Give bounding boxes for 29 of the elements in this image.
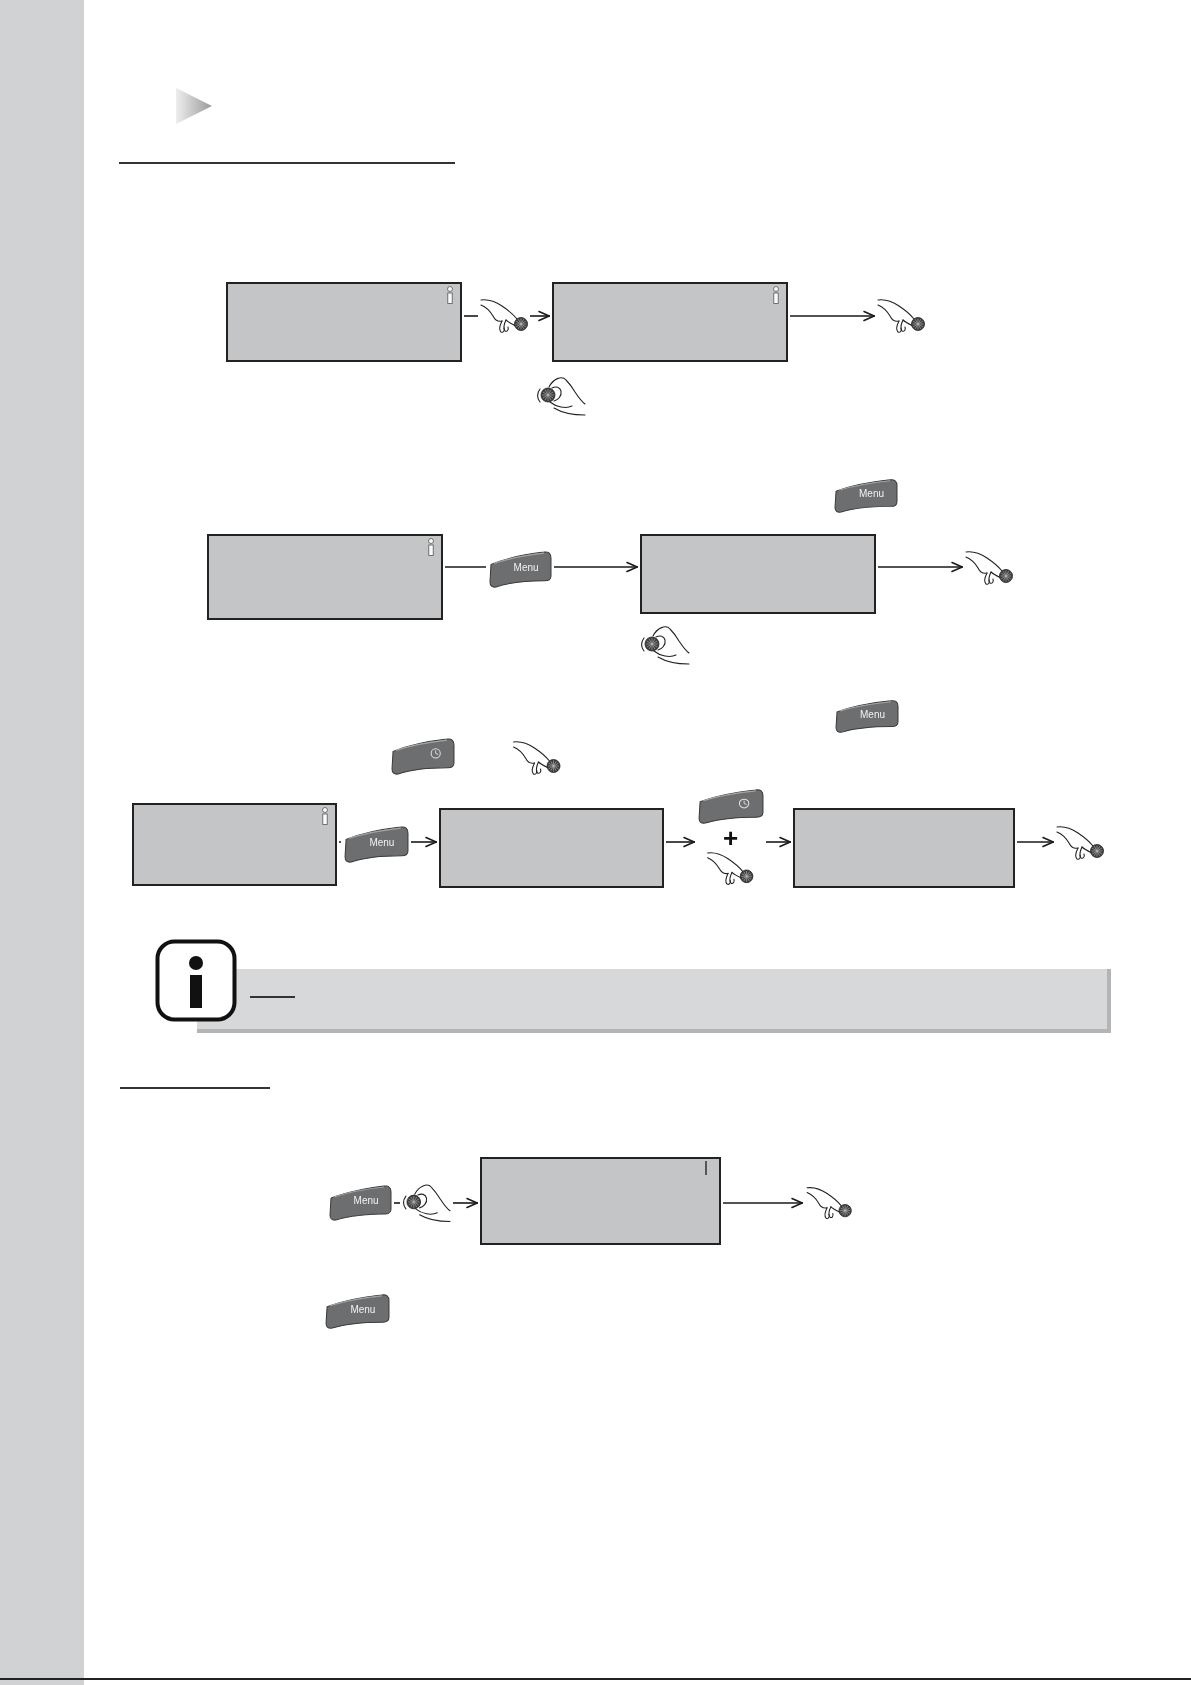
plus-sign: +	[722, 827, 739, 849]
menu-button: Menu	[324, 1292, 390, 1329]
lcd-display	[132, 803, 337, 886]
menu-button: Menu	[833, 477, 898, 513]
arrow	[553, 561, 639, 573]
arrow	[1016, 836, 1055, 848]
arrow	[789, 310, 876, 322]
lcd-display	[480, 1157, 721, 1245]
arrow	[877, 561, 964, 573]
arrow	[665, 836, 696, 848]
lcd-display	[207, 534, 443, 620]
menu-button: Menu	[343, 824, 409, 863]
arrow	[765, 836, 792, 848]
lcd-display	[552, 282, 788, 362]
lcd-display	[793, 808, 1015, 888]
menu-button: Menu	[834, 698, 899, 733]
arrow	[529, 310, 551, 322]
arrow	[452, 1197, 479, 1209]
menu-button: Menu	[328, 1183, 392, 1221]
connector-line	[463, 315, 479, 317]
connector-line	[393, 1202, 401, 1204]
menu-button: Menu	[488, 549, 552, 588]
connector-line	[444, 566, 487, 568]
lcd-display	[439, 808, 664, 888]
arrow	[410, 836, 438, 848]
lcd-display	[640, 534, 876, 614]
lcd-display	[226, 282, 462, 362]
connector-line	[338, 841, 342, 843]
arrow	[722, 1197, 804, 1209]
